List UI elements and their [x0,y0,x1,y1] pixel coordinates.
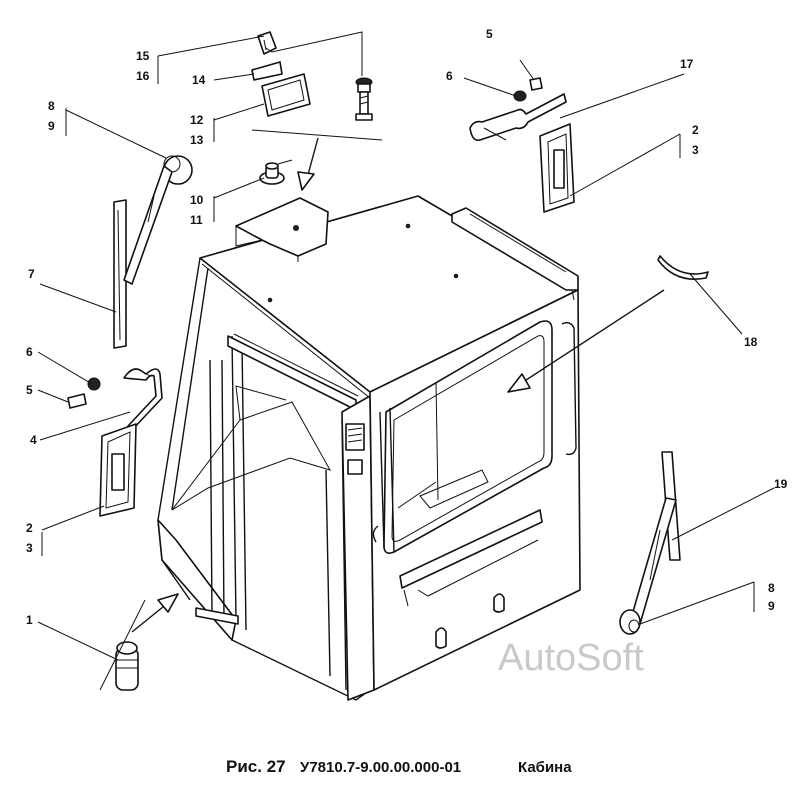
callout-8-right: 8 [768,581,775,595]
part-4-mirror-bracket-left [123,368,163,431]
part-15-16-clip [257,31,277,55]
part-6-washer-top [513,90,527,102]
part-1-lamp [99,599,146,691]
arrow-roof [251,129,383,191]
part-8-9-wiper-right [619,609,641,635]
callout-3-left: 3 [26,541,33,555]
callout-5-left: 5 [26,383,33,397]
figure-title: Кабина [518,759,572,776]
callout-9-right: 9 [768,599,775,613]
callout-12: 12 [190,113,204,127]
part-7-wiper-blade [113,199,127,349]
arrow-right-side [507,289,665,393]
callout-17: 17 [680,57,694,71]
callout-14: 14 [192,73,206,87]
part-12-13-plate [261,73,311,117]
drawing-code: У7810.7-9.00.00.000-01 [300,759,461,776]
callout-7: 7 [28,267,35,281]
watermark: AutoSoft [498,637,644,679]
callout-18: 18 [744,335,758,349]
part-18-band [657,255,709,280]
callout-5-top: 5 [486,27,493,41]
part-8-9-wiper-arm-left [123,155,193,285]
bolt [355,77,373,121]
callout-15: 15 [136,49,150,63]
part-6-washer-left [87,377,101,391]
figure-caption: Рис. 27 У7810.7-9.00.00.000-01 Кабина [226,757,572,776]
part-10-11-roof-lamp [259,159,293,185]
callout-4: 4 [30,433,37,447]
callout-6-left: 6 [26,345,33,359]
arrow-part-1 [131,593,179,633]
callout-16: 16 [136,69,150,83]
callout-10: 10 [190,193,204,207]
part-19-wiper-right [629,451,681,625]
part-2-3-mirror-left [99,423,137,517]
cabin-body [157,195,581,701]
callout-3-top: 3 [692,143,699,157]
callout-11: 11 [190,213,203,227]
part-2-3-mirror-top [539,123,575,213]
leader-lines [37,31,775,661]
callout-9-left: 9 [48,119,55,133]
callout-labels: 1 2 3 4 5 6 7 8 9 10 11 12 13 14 15 16 1… [26,27,788,627]
figure-number: Рис. 27 [226,757,286,776]
callout-2-top: 2 [692,123,699,137]
callout-13: 13 [190,133,204,147]
callout-6-top: 6 [446,69,453,83]
callout-2-left: 2 [26,521,33,535]
part-17-mirror-bracket [469,93,567,142]
callout-8-left: 8 [48,99,55,113]
callout-1: 1 [26,613,33,627]
part-5-screw-top [519,59,543,91]
part-5-screw-left [67,393,87,409]
part-14-strip [251,61,283,81]
callout-19: 19 [774,477,788,491]
